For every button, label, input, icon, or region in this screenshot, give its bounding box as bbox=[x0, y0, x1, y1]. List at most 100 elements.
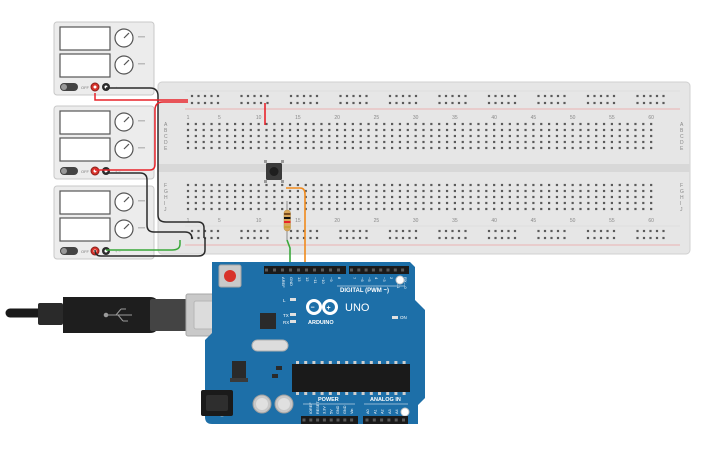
power-pin-label: Vin bbox=[350, 409, 354, 414]
digital-pin-label: 2 bbox=[389, 277, 394, 280]
voltage-display bbox=[59, 110, 111, 135]
digital-pin-label: ~9 bbox=[329, 277, 334, 282]
row-letter: J bbox=[680, 207, 683, 213]
atmega-microcontroller bbox=[292, 364, 410, 392]
bottom-header-holes bbox=[302, 418, 405, 422]
row-letter: F bbox=[164, 183, 167, 189]
column-number: 10 bbox=[256, 115, 262, 121]
digital-header-low[interactable] bbox=[349, 266, 409, 274]
power-pin-label: IOREF bbox=[309, 402, 313, 414]
power-pin-label: RESET bbox=[316, 401, 320, 414]
digital-pin-label: GND bbox=[289, 277, 294, 286]
row-letter: A bbox=[680, 122, 684, 128]
analog-header[interactable] bbox=[363, 416, 408, 424]
digital-pin-label: 12 bbox=[305, 277, 310, 282]
led-l-label: L bbox=[283, 298, 286, 303]
led-on-label: ON bbox=[400, 315, 407, 320]
digital-pin-label: ~3 bbox=[382, 277, 387, 282]
led-rx bbox=[290, 320, 296, 323]
polarity-label: + − bbox=[115, 249, 121, 254]
current-display bbox=[59, 53, 111, 78]
row-letter: I bbox=[164, 201, 165, 207]
wire-psu3-black bbox=[94, 238, 206, 257]
digital-pin-label: ~5 bbox=[367, 277, 372, 282]
wire-psu1-red bbox=[94, 93, 188, 101]
capacitor bbox=[252, 394, 294, 414]
led-tx-label: TX bbox=[283, 313, 289, 318]
reset-button[interactable] bbox=[218, 264, 242, 288]
switch-label: OFF bbox=[81, 169, 90, 174]
usb-chip bbox=[260, 313, 276, 329]
column-number: 45 bbox=[531, 218, 537, 224]
led-tx bbox=[290, 313, 296, 316]
power-supply-2[interactable]: OFF + − bbox=[53, 105, 155, 180]
analog-pin-label: A0 bbox=[366, 409, 370, 414]
led-on bbox=[392, 316, 398, 319]
column-number: 30 bbox=[413, 218, 419, 224]
svg-text:+: + bbox=[327, 305, 331, 312]
digital-pin-label: 13 bbox=[297, 277, 302, 282]
row-letter: H bbox=[164, 195, 168, 201]
row-letter: E bbox=[680, 146, 684, 152]
analog-pin-label: A1 bbox=[373, 409, 377, 414]
digital-pin-label: AREF bbox=[281, 277, 286, 288]
arduino-logo-text: ARDUINO bbox=[308, 320, 334, 326]
row-letter: G bbox=[164, 189, 168, 195]
switch-label: OFF bbox=[81, 249, 90, 254]
row-letter: B bbox=[680, 128, 684, 134]
current-display bbox=[59, 217, 111, 242]
power-header[interactable] bbox=[301, 416, 358, 424]
wire-psu2-black bbox=[106, 172, 193, 240]
analog-pin-label: A3 bbox=[388, 409, 392, 414]
pushbutton[interactable] bbox=[264, 160, 284, 183]
analog-pin-label: A5 bbox=[403, 409, 407, 414]
column-number: 50 bbox=[570, 218, 576, 224]
wire-psu2-red bbox=[95, 101, 188, 171]
digital-pin-label: ~10 bbox=[321, 277, 326, 285]
column-number: 60 bbox=[648, 218, 654, 224]
row-letter: J bbox=[164, 207, 167, 213]
usb-cable[interactable] bbox=[5, 293, 243, 337]
column-number: 15 bbox=[295, 218, 301, 224]
wire-orange-button-to-pin12 bbox=[286, 187, 306, 272]
column-number: 55 bbox=[609, 115, 615, 121]
polarity-label: + − bbox=[115, 169, 121, 174]
column-number: 50 bbox=[570, 115, 576, 121]
voltage-display bbox=[59, 190, 111, 215]
voltage-regulator bbox=[232, 361, 246, 378]
resistor[interactable] bbox=[283, 201, 291, 240]
switch-label: OFF bbox=[81, 85, 90, 90]
arduino-infinity-logo bbox=[306, 299, 338, 315]
power-pin-label: GND bbox=[336, 405, 340, 414]
row-letter: D bbox=[680, 140, 684, 146]
digital-pin-label: ~11 bbox=[313, 277, 318, 284]
column-number: 40 bbox=[491, 218, 497, 224]
column-number: 45 bbox=[531, 115, 537, 121]
column-number: 20 bbox=[334, 218, 340, 224]
analog-pin-label: A2 bbox=[381, 409, 385, 414]
column-number: 10 bbox=[256, 218, 262, 224]
row-letter: I bbox=[680, 201, 681, 207]
power-pin-label: 3.3V bbox=[323, 406, 327, 414]
digital-label: DIGITAL (PWM ~) bbox=[340, 288, 389, 294]
power-supply-1[interactable]: OFF+ − bbox=[53, 21, 155, 96]
wire-psu1-black bbox=[106, 87, 205, 238]
digital-pin-label: 4 bbox=[374, 277, 379, 280]
led-l bbox=[290, 298, 296, 301]
row-letter: B bbox=[164, 128, 168, 134]
row-letter: H bbox=[680, 195, 684, 201]
power-supply-3[interactable]: OFF + − bbox=[53, 185, 155, 260]
crystal-oscillator bbox=[251, 339, 289, 352]
microcontroller-pins bbox=[296, 361, 406, 395]
power-label: POWER bbox=[318, 397, 339, 403]
breadboard-holes[interactable] bbox=[186, 94, 665, 240]
digital-pin-label: RX←0 bbox=[403, 277, 408, 290]
